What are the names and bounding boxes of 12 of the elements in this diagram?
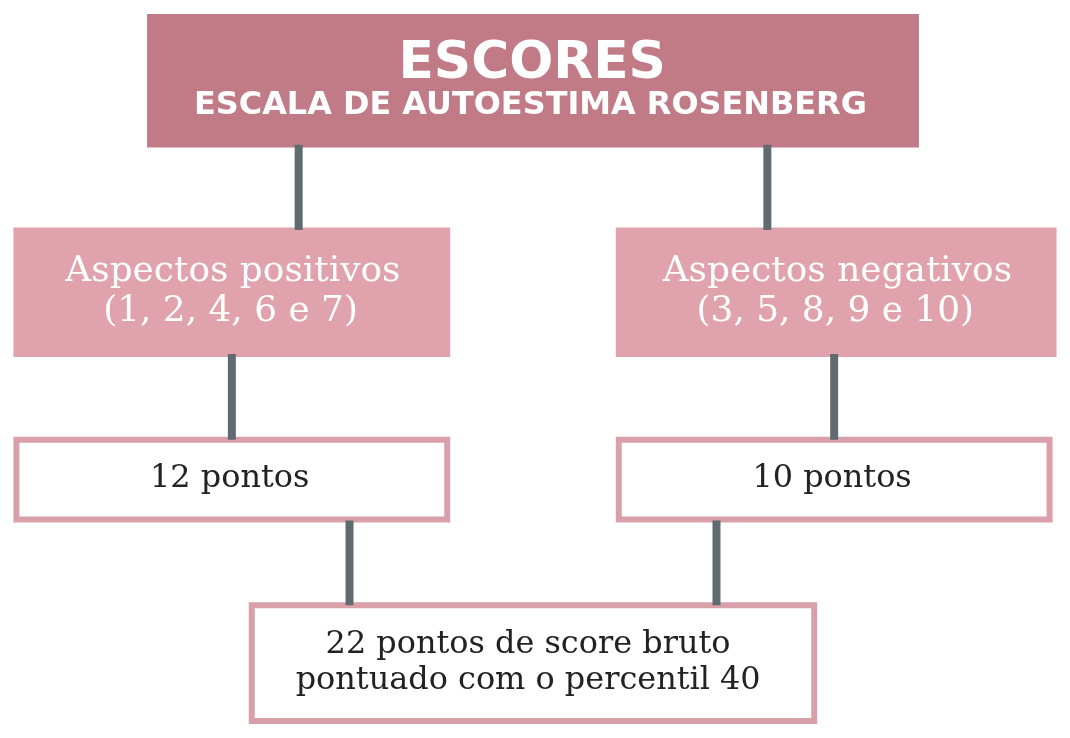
connector: [294, 144, 303, 230]
connector: [345, 520, 354, 606]
node-box: Aspectos positivos (1, 2, 4, 6 e 7): [13, 227, 451, 358]
node-box: 10 pontos: [615, 436, 1053, 523]
connector: [712, 520, 721, 606]
node-box: 12 pontos: [13, 436, 451, 523]
connector: [830, 354, 839, 440]
node-box: ESCORES ESCALA DE AUTOESTIMA ROSENBERG: [147, 14, 919, 148]
connector: [763, 144, 772, 230]
node-box: Aspectos negativos (3, 5, 8, 9 e 10): [615, 227, 1057, 358]
connector: [227, 354, 236, 440]
node-box: 22 pontos de score bruto pontuado com o percentil 40: [248, 602, 818, 724]
